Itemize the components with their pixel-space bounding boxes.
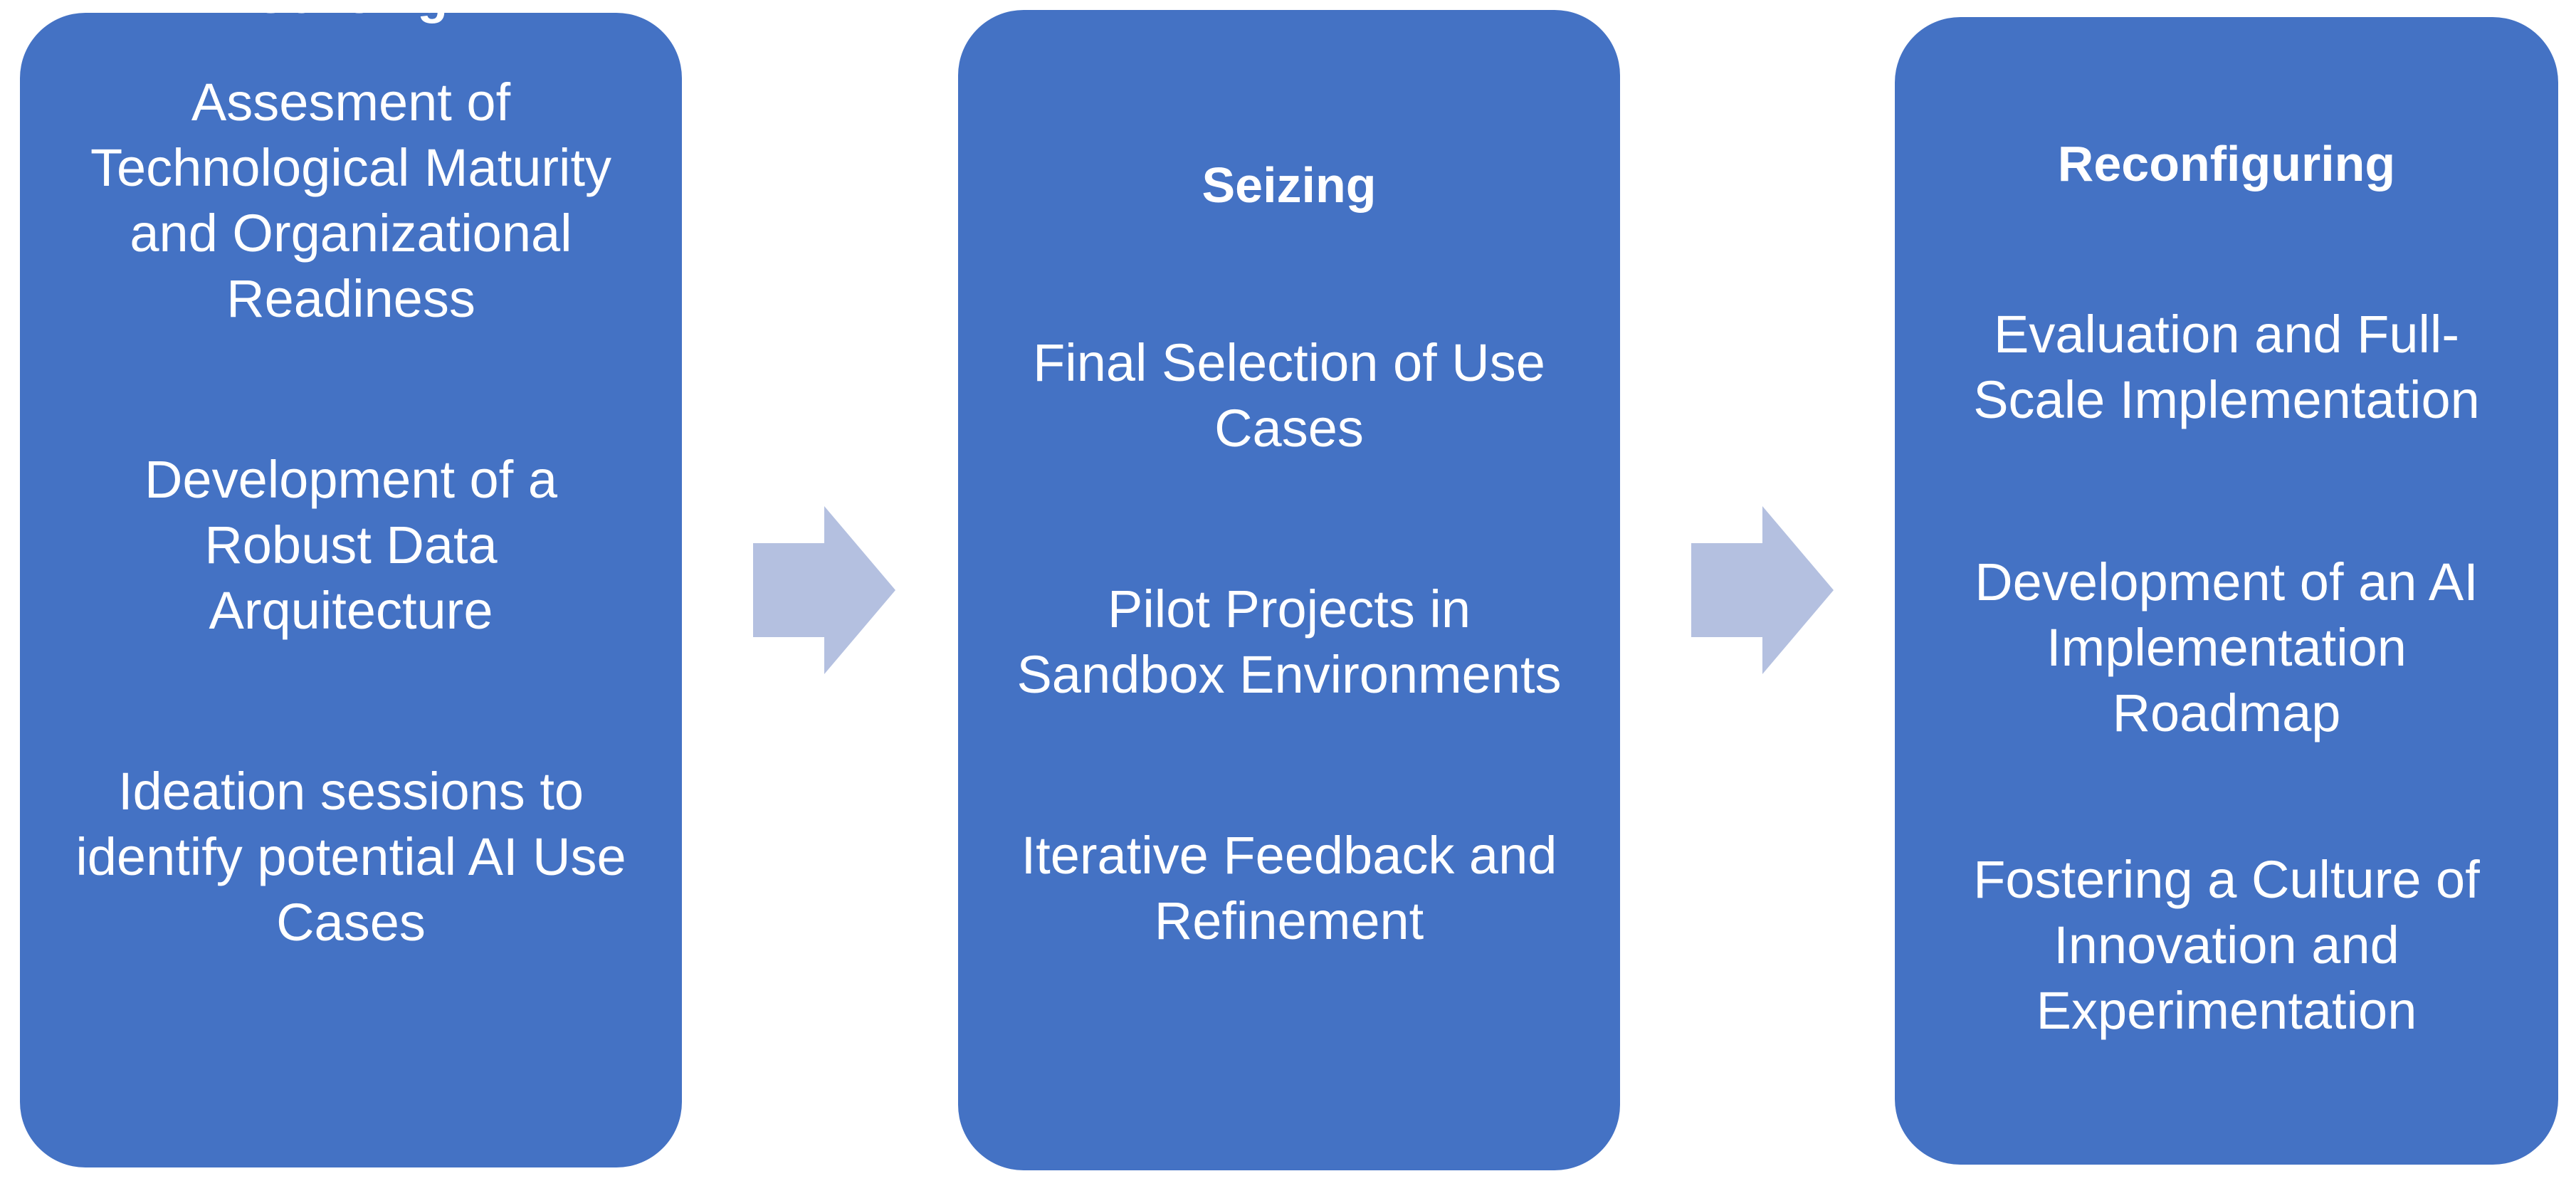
stage-panel-seizing: Seizing Final Selection of Use Cases Pil… [958, 10, 1620, 1170]
stage-item: Iterative Feedback and Refinement [1021, 826, 1557, 950]
stage-item: Development of an AI Implementation Road… [1975, 552, 2478, 742]
stage-panel-sensing: Sensing Assesment of Technological Matur… [20, 13, 682, 1167]
right-arrow-icon [1691, 506, 1834, 674]
stage-item: Evaluation and Full- Scale Implementatio… [1973, 305, 2480, 429]
stage-heading-reconfiguring: Reconfiguring [2057, 136, 2396, 191]
stage-heading-seizing: Seizing [1202, 157, 1377, 213]
stage-item: Development of a Robust Data Arquitectur… [144, 450, 557, 640]
right-arrow-icon [753, 506, 895, 674]
stage-panel-reconfiguring: Reconfiguring Evaluation and Full- Scale… [1895, 17, 2558, 1165]
stage-heading-sensing: Sensing [41, 13, 661, 28]
stage-item: Assesment of Technological Maturity and … [90, 73, 612, 328]
stage-item: Final Selection of Use Cases [1033, 333, 1545, 458]
stage-item: Ideation sessions to identify potential … [75, 762, 626, 952]
stage-item: Fostering a Culture of Innovation and Ex… [1973, 850, 2480, 1040]
stage-item: Pilot Projects in Sandbox Environments [1016, 579, 1562, 704]
